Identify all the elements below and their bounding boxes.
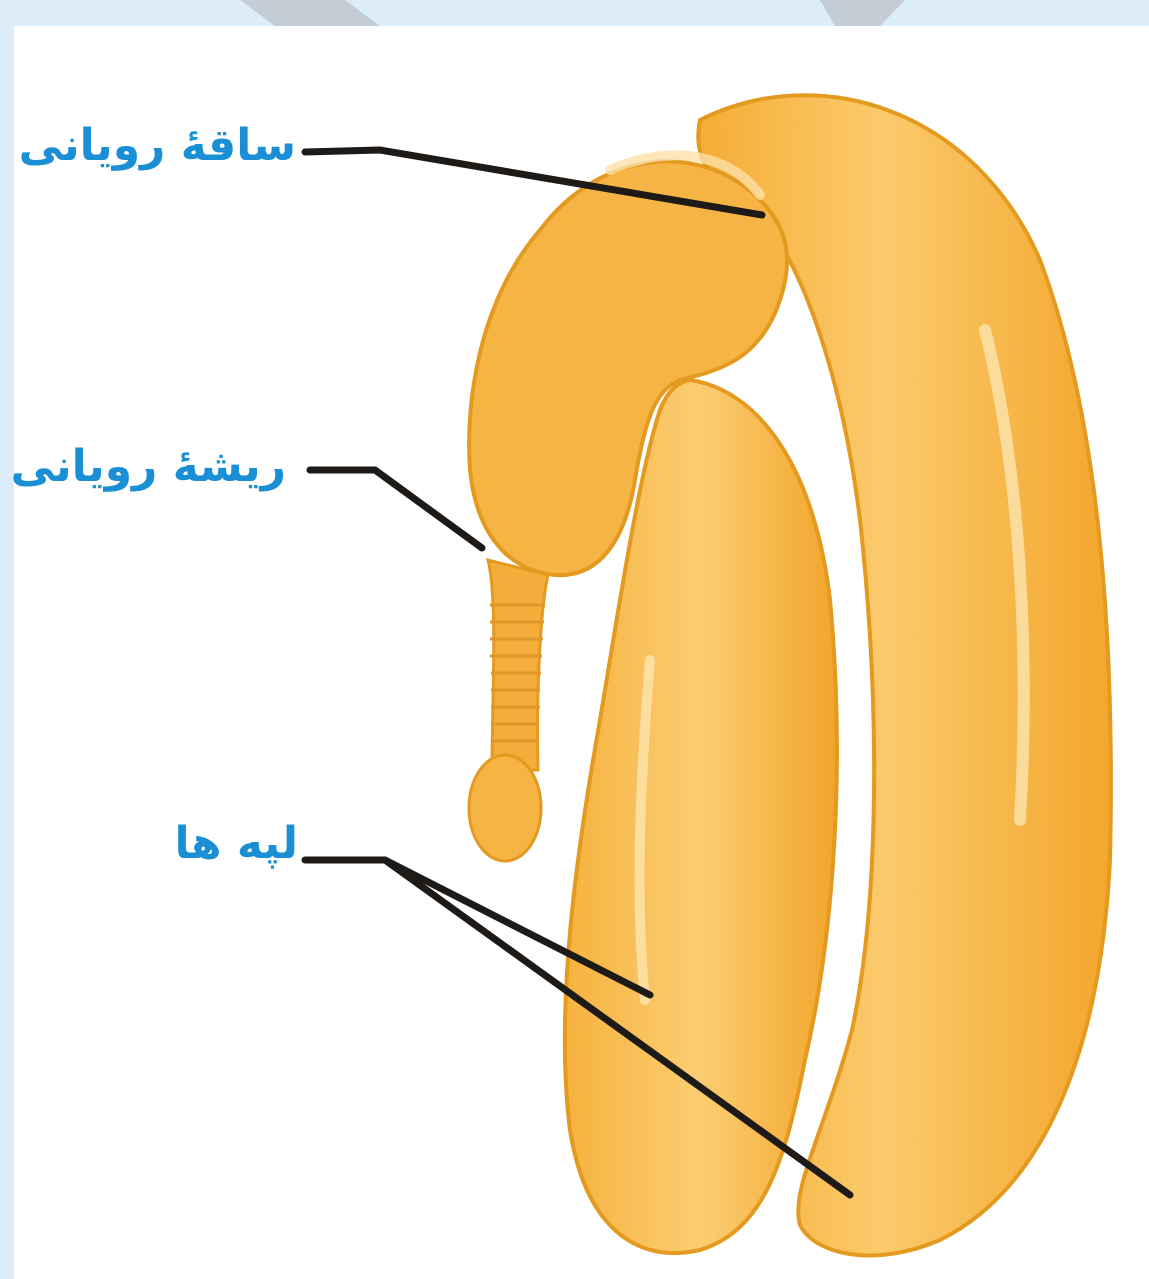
radicle-label: ریشهٔ رویانی xyxy=(20,445,286,489)
radicle-leader-line xyxy=(310,470,482,548)
radicle xyxy=(469,560,548,861)
hypocotyl-label: ساقهٔ رویانی xyxy=(28,124,296,168)
radicle-tip xyxy=(469,755,541,861)
cotyledons-label: لپه ها xyxy=(170,822,298,866)
